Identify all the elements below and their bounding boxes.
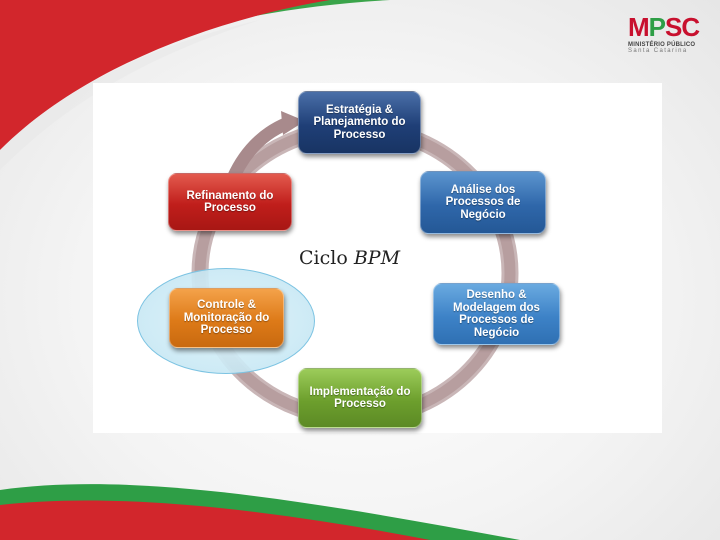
mpsc-logo: MPSC MINISTÉRIO PÚBLICO Santa Catarina xyxy=(628,14,716,64)
stage-analise: Análise dos Processos de Negócio xyxy=(420,171,546,234)
logo-mark: MPSC xyxy=(628,12,700,42)
bpm-cycle-diagram: Estratégia & Planejamento do Processo An… xyxy=(93,83,662,433)
logo-org-name: MINISTÉRIO PÚBLICO xyxy=(628,42,696,48)
stage-implementacao: Implementação do Processo xyxy=(298,368,422,428)
logo-org-state: Santa Catarina xyxy=(628,48,688,54)
stage-estrategia: Estratégia & Planejamento do Processo xyxy=(298,91,421,154)
stage-controle: Controle & Monitoração do Processo xyxy=(169,288,284,348)
stage-refinamento: Refinamento do Processo xyxy=(168,173,292,231)
cycle-center-label: Ciclo BPM xyxy=(299,247,401,269)
stage-desenho: Desenho & Modelagem dos Processos de Neg… xyxy=(433,283,560,345)
